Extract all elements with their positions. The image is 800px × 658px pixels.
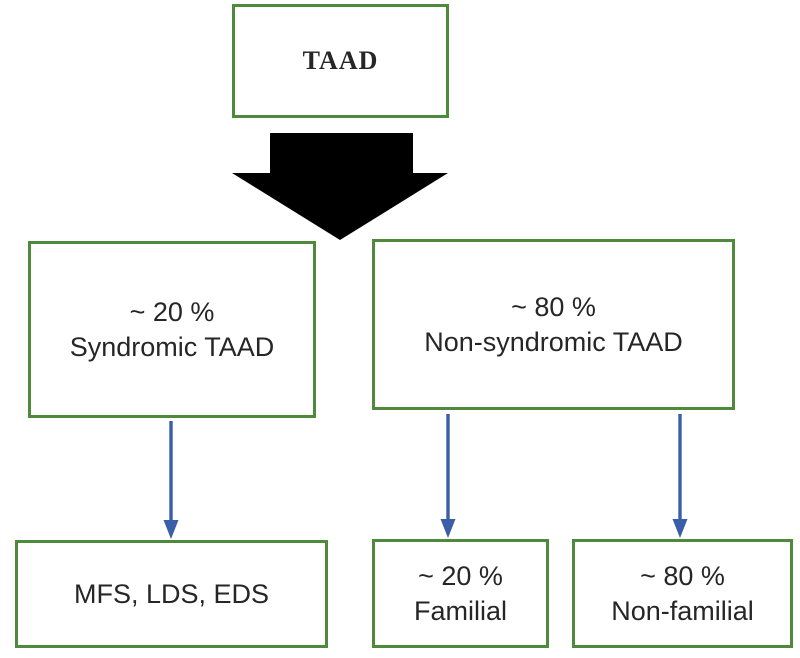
syndromic-percent: ~ 20 % xyxy=(129,296,215,327)
node-mfs-lds-eds: MFS, LDS, EDS xyxy=(15,540,328,648)
non-familial-down-arrow-icon xyxy=(672,414,688,538)
familial-down-arrow-icon xyxy=(440,414,456,538)
node-taad: TAAD xyxy=(232,4,449,118)
node-familial: ~ 20 % Familial xyxy=(372,539,549,648)
big-down-arrow-icon xyxy=(232,133,448,240)
syndromic-label: Syndromic TAAD xyxy=(69,331,275,362)
syndromic-down-arrow-icon xyxy=(163,421,179,539)
non-familial-percent: ~ 80 % xyxy=(640,560,725,591)
non-syndromic-label: Non-syndromic TAAD xyxy=(424,326,683,357)
node-syndromic-taad: ~ 20 % Syndromic TAAD xyxy=(28,241,316,418)
familial-label: Familial xyxy=(413,595,507,626)
familial-percent: ~ 20 % xyxy=(418,560,503,591)
non-syndromic-percent: ~ 80 % xyxy=(511,291,596,322)
node-taad-label: TAAD xyxy=(302,46,379,76)
node-non-syndromic-taad: ~ 80 % Non-syndromic TAAD xyxy=(372,239,735,410)
mfs-lds-eds-label: MFS, LDS, EDS xyxy=(73,578,270,609)
node-non-familial: ~ 80 % Non-familial xyxy=(572,539,793,648)
non-familial-label: Non-familial xyxy=(611,595,754,626)
